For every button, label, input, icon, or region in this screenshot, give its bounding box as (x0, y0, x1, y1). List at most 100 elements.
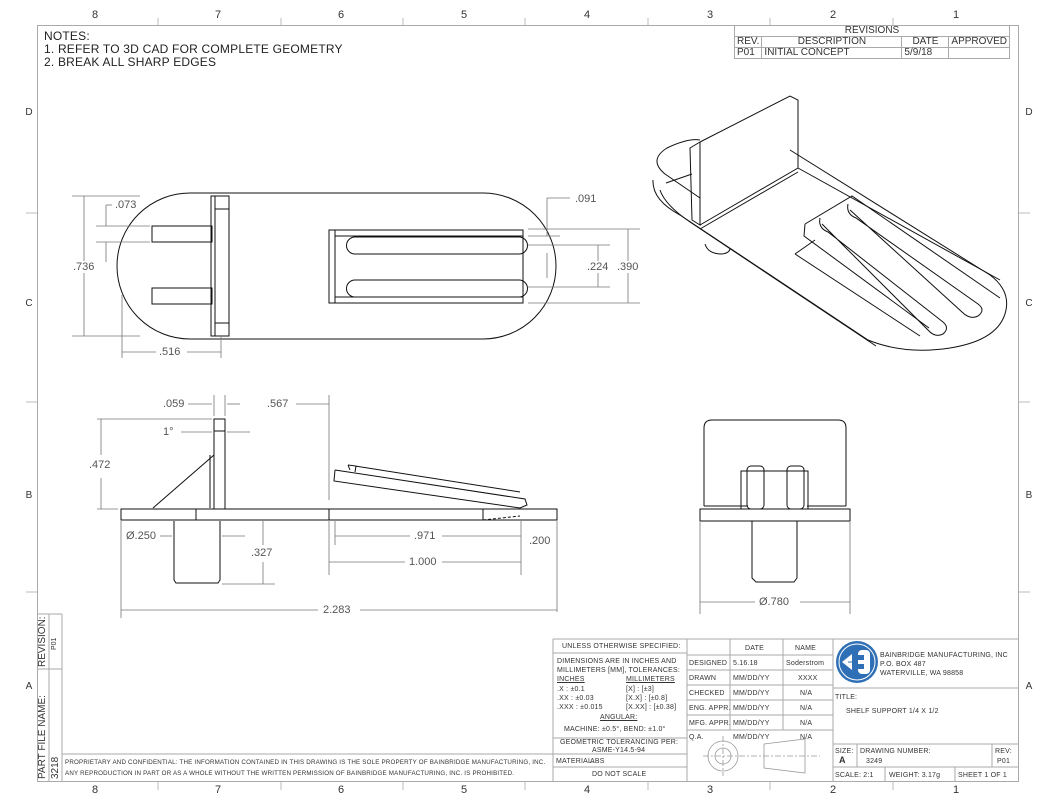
approval-role-mfg: MFG. APPR. (689, 720, 732, 727)
tolerance-line-1: DIMENSIONS ARE IN INCHES AND (557, 658, 677, 665)
approval-date-checked: MM/DD/YY (733, 690, 770, 697)
tol-inch-x: .X : ±0.1 (557, 686, 585, 693)
revisions-table: REVISIONS REV. DESCRIPTION DATE APPROVED… (733, 25, 1010, 59)
company-logo-icon (836, 641, 878, 683)
tolerance-header: UNLESS OTHERWISE SPECIFIED: (562, 643, 681, 650)
zone-col-1-bottom: 1 (952, 784, 960, 796)
side-view-dimensions (699, 522, 851, 614)
dim-dia-780: Ø.780 (758, 596, 790, 608)
dim-200: .200 (528, 535, 552, 547)
tol-mm-xx: [X.X] : [±0.8] (626, 695, 668, 702)
inches-label: INCHES (557, 676, 585, 683)
dim-390: .390 (616, 261, 640, 273)
dim-dia-250: Ø.250 (125, 530, 157, 542)
zone-row-b: B (25, 490, 33, 501)
angular-value: MACHINE: ±0.5°, BEND: ±1.0° (564, 726, 666, 733)
dim-736: .736 (72, 261, 96, 273)
dim-2283: 2.283 (322, 604, 352, 616)
zone-col-4: 4 (583, 9, 591, 21)
rev-label: REV: (995, 748, 1012, 755)
zone-col-5: 5 (460, 9, 468, 21)
zone-col-7: 7 (214, 9, 222, 21)
zone-col-4-bottom: 4 (583, 784, 591, 796)
dim-567: .567 (266, 398, 290, 410)
drawing-number-value: 3249 (866, 758, 883, 765)
isometric-view (652, 95, 1008, 351)
scale-value: SCALE: 2:1 (835, 772, 874, 779)
notes-title: NOTES: (44, 29, 90, 43)
zone-row-b-right: B (1025, 490, 1033, 501)
third-angle-projection-icon (703, 736, 820, 776)
sheet-value: SHEET 1 OF 1 (958, 772, 1007, 779)
revision-date: 5/9/18 (901, 47, 950, 59)
zone-col-6-bottom: 6 (337, 784, 345, 796)
front-view (120, 418, 558, 584)
millimeters-label: MILLIMETERS (626, 676, 675, 683)
dim-059: .059 (162, 398, 186, 410)
proprietary-line-2: ANY REPRODUCTION IN PART OR AS A WHOLE W… (65, 770, 515, 777)
approval-date-drawn: MM/DD/YY (733, 675, 770, 682)
zone-row-d: D (25, 107, 33, 118)
dim-327: .327 (250, 547, 274, 559)
front-view-dimensions (97, 395, 558, 618)
revision-row: P01 INITIAL CONCEPT 5/9/18 (733, 47, 1010, 59)
approval-role-designed: DESIGNED (689, 660, 728, 667)
revision-description: INITIAL CONCEPT (761, 47, 903, 59)
approvals-date-header: DATE (745, 645, 764, 652)
zone-col-6: 6 (337, 9, 345, 21)
approval-name-checked: N/A (800, 690, 813, 697)
zone-col-2-bottom: 2 (829, 784, 837, 796)
approval-date-mfg: MM/DD/YY (733, 720, 770, 727)
tol-inch-xxx: .XXX : ±0.015 (557, 704, 603, 711)
dim-1000: 1.000 (408, 556, 438, 568)
title-value: SHELF SUPPORT 1/4 X 1/2 (846, 708, 939, 715)
gdt-line-2: ASME-Y14.5-94 (592, 747, 646, 754)
zone-col-7-bottom: 7 (214, 784, 222, 796)
title-label: TITLE: (835, 694, 858, 701)
do-not-scale: DO NOT SCALE (592, 771, 647, 778)
zone-row-a: A (25, 681, 33, 692)
dim-971: .971 (413, 530, 437, 542)
approval-date-eng: MM/DD/YY (733, 705, 770, 712)
approvals-name-header: NAME (795, 645, 817, 652)
rev-col-header: REV. (733, 36, 763, 48)
material-value: ABS (590, 758, 605, 765)
side-view (699, 419, 851, 583)
approval-name-mfg: N/A (800, 720, 813, 727)
revision-rev: P01 (733, 47, 763, 59)
part-file-name-label: PART FILE NAME: (37, 695, 48, 779)
size-label: SIZE: (835, 748, 854, 755)
note-2: 2. BREAK ALL SHARP EDGES (44, 55, 217, 69)
approval-name-designed: Soderstrom (786, 660, 825, 667)
zone-row-a-right: A (1025, 681, 1033, 692)
company-name: BAINBRIDGE MANUFACTURING, INC (880, 652, 1008, 659)
rev-value: P01 (997, 758, 1011, 765)
weight-value: WEIGHT: 3.17g (889, 772, 941, 779)
approval-name-drawn: XXXX (798, 675, 818, 682)
dim-angle-1deg: 1° (162, 426, 175, 438)
approval-date-designed: 5.16.18 (733, 660, 758, 667)
gdt-line-1: GEOMETRIC TOLERANCING PER: (560, 739, 679, 746)
title-block-grid (37, 613, 1018, 781)
zone-ticks (26, 18, 1030, 790)
dim-472: .472 (88, 459, 112, 471)
approval-name-eng: N/A (800, 705, 813, 712)
approved-col-header: APPROVED (948, 36, 1010, 48)
top-view (116, 192, 557, 340)
tolerance-line-2: MILLIMETERS [MM], TOLERANCES: (557, 667, 681, 674)
dim-516: .516 (158, 346, 182, 358)
approval-role-drawn: DRAWN (689, 675, 717, 682)
zone-col-3: 3 (706, 9, 714, 21)
zone-row-c: C (25, 298, 33, 309)
part-file-name-value: 3218 (50, 756, 61, 779)
revisions-title: REVISIONS (734, 25, 1010, 37)
revision-strip-value: P01 (51, 637, 58, 650)
tol-inch-xx: .XX : ±0.03 (557, 695, 594, 702)
zone-col-5-bottom: 5 (460, 784, 468, 796)
description-col-header: DESCRIPTION (761, 36, 903, 48)
zone-col-8-bottom: 8 (91, 784, 99, 796)
proprietary-notice: PROPRIETARY AND CONFIDENTIAL: THE INFORM… (65, 757, 545, 779)
approval-name-qa: N/A (800, 734, 813, 741)
zone-col-1: 1 (952, 9, 960, 21)
